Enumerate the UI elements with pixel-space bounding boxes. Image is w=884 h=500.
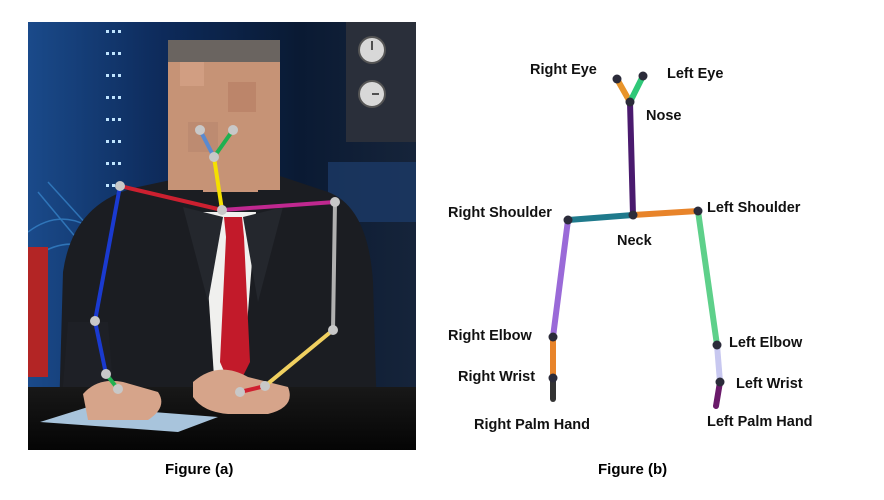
pose-overlay [90, 125, 340, 397]
limb-right-upper-arm [550, 217, 571, 340]
joint-left-shoulder [693, 206, 703, 216]
figure-b-skeleton-diagram: Right Eye Left Eye Nose Right Shoulder L… [430, 40, 870, 460]
limb-neck-nose [627, 99, 636, 218]
joint-right-eye [612, 74, 622, 84]
limb-nose-left-eye [627, 73, 646, 105]
label-left-palm-hand: Left Palm Hand [707, 414, 813, 430]
label-right-eye: Right Eye [530, 62, 597, 78]
wall-clocks [346, 22, 416, 142]
led-column [106, 30, 121, 187]
joint-left-wrist [715, 377, 725, 387]
person [58, 40, 378, 450]
joint-nose [625, 97, 635, 107]
skeleton-svg [548, 71, 725, 409]
limb-neck-left-shoulder [630, 208, 701, 218]
limb-left-upper-arm [695, 208, 720, 348]
figure-a-photo [28, 22, 416, 450]
label-neck: Neck [617, 233, 652, 249]
figure-a-caption: Figure (a) [165, 461, 234, 478]
joint-right-elbow [548, 332, 558, 342]
label-left-wrist: Left Wrist [736, 376, 803, 392]
pose-photo-illustration [28, 22, 416, 450]
label-left-elbow: Left Elbow [729, 335, 803, 351]
figure-b-caption: Figure (b) [598, 461, 668, 478]
limb-left-forearm [714, 342, 723, 385]
label-right-wrist: Right Wrist [458, 369, 536, 385]
limb-neck-right-shoulder [565, 212, 636, 223]
red-set-panel [28, 247, 48, 377]
label-left-shoulder: Left Shoulder [707, 200, 801, 216]
joint-right-wrist [548, 373, 558, 383]
label-right-palm-hand: Right Palm Hand [474, 417, 591, 433]
joint-left-eye [638, 71, 648, 81]
joint-neck [628, 210, 638, 220]
label-left-eye: Left Eye [667, 66, 724, 82]
joint-left-elbow [712, 340, 722, 350]
label-right-elbow: Right Elbow [448, 328, 532, 344]
label-nose: Nose [646, 108, 682, 124]
label-right-shoulder: Right Shoulder [448, 205, 552, 221]
joint-right-shoulder [563, 215, 573, 225]
